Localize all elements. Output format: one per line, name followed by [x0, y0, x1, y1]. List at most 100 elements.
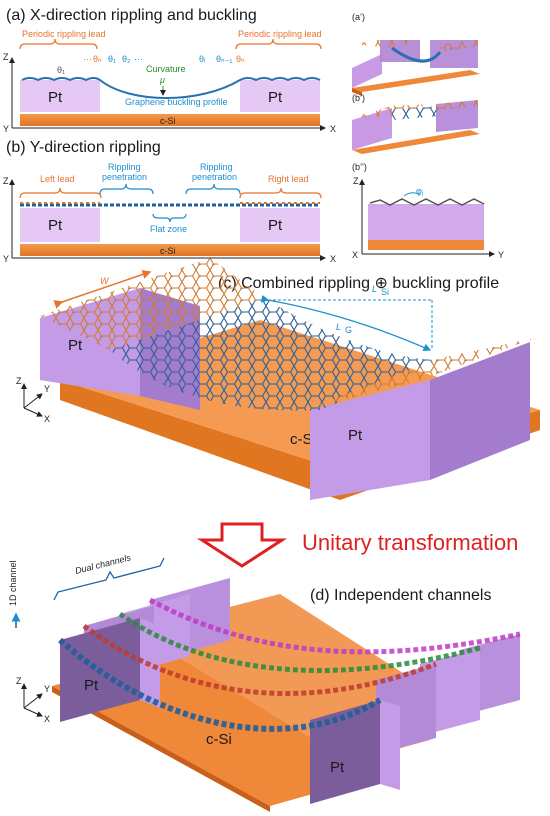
panel-a-prime: (a’): [352, 12, 480, 96]
panel-b-prime-label: (b’): [352, 93, 365, 103]
pt-right-label: Pt: [268, 89, 283, 106]
dots-left: ···: [83, 54, 92, 64]
ap-si: [352, 70, 480, 92]
d-pt-right-label: Pt: [330, 759, 345, 776]
right-lead-bracket: [239, 187, 322, 199]
d-si-label: c-Si: [206, 731, 232, 748]
axis-y-label-b: Y: [3, 254, 9, 264]
panel-c-title: (c) Combined rippling ⊕ buckling profile: [218, 275, 499, 292]
d-axis-y: Y: [44, 684, 50, 694]
d-ribbon-green: [118, 611, 481, 673]
panel-a: (a) X-direction rippling and buckling Pe…: [3, 7, 336, 134]
unitary-transformation: Unitary transformation: [196, 522, 518, 568]
pt-left-block: [20, 80, 100, 112]
lg-label: L: [336, 322, 341, 332]
ap-pt-left: [352, 54, 382, 88]
panel-b: (b) Y-direction rippling Left lead Right…: [3, 139, 336, 264]
si-substrate-b: [20, 244, 320, 256]
ap-graphene-right: [440, 40, 478, 52]
d-pt-front-right-side: [380, 700, 400, 790]
d-ribbon-front-blue: [58, 637, 382, 732]
bp-pt-left: [352, 108, 392, 150]
c-graphene-left: [40, 258, 265, 350]
lead-left-bracket: [19, 38, 98, 50]
pen-right-line1: Rippling: [200, 162, 233, 172]
flat-zone-label: Flat zone: [150, 224, 187, 234]
panel-b-dprime: (b’’) φⱼ Z X Y: [352, 162, 504, 260]
theta-i-blue: θᵢ: [199, 54, 205, 64]
lsi-arrow: [260, 294, 432, 351]
mu-label: μ: [159, 75, 165, 85]
si-label-b: c-Si: [160, 246, 176, 256]
c-graphene-right: [310, 338, 535, 408]
lsi-label: L: [372, 284, 377, 294]
panel-d-title: (d) Independent channels: [310, 587, 491, 604]
axis-z-label-a: Z: [3, 52, 9, 62]
right-lead-label: Right lead: [268, 174, 309, 184]
dual-label: Dual channels: [74, 552, 132, 576]
d-axes: Z Y X: [16, 676, 50, 724]
pen-left-line2: penetration: [102, 172, 147, 182]
axis-x-label-a: X: [330, 124, 336, 134]
c-axis-z: Z: [16, 376, 22, 386]
si-substrate: [20, 114, 320, 126]
pt-right-label-b: Pt: [268, 217, 283, 234]
panel-a-title: (a) X-direction rippling and buckling: [6, 7, 257, 24]
bp-si: [352, 130, 480, 154]
pen-left-line1: Rippling: [108, 162, 141, 172]
d-pt-left-label: Pt: [84, 677, 99, 694]
c-graphene-buckle: [110, 298, 440, 411]
theta-n-left: θₙ: [93, 54, 102, 64]
ap-si-edge: [352, 88, 362, 96]
dots-blue: ···: [134, 54, 143, 64]
bdp-angle-label: φⱼ: [416, 186, 424, 196]
buckling-label: Graphene buckling profile: [125, 97, 228, 107]
lsi-subscript: Si: [381, 287, 389, 297]
lead-left-label: Periodic rippling lead: [22, 29, 106, 39]
bdp-angle-arc: [403, 192, 421, 197]
si-label: c-Si: [160, 116, 176, 126]
panel-a-prime-label: (a’): [352, 12, 365, 22]
pen-right-line2: penetration: [192, 172, 237, 182]
panel-b-prime: (b’): [352, 93, 480, 154]
theta-2-blue: θ₂: [122, 54, 131, 64]
c-pt-right-front: [310, 380, 430, 500]
theta-1-blue: θ₁: [108, 54, 116, 64]
d-pt-front-right: [310, 700, 380, 804]
panel-c: (c) Combined rippling ⊕ buckling profile…: [16, 258, 540, 500]
c-pt-right-side: [430, 342, 530, 480]
width-label: W: [100, 276, 110, 286]
bdp-graphene: [369, 198, 485, 206]
ap-buckling: [391, 46, 442, 63]
theta-1-left: θ₁: [57, 65, 65, 75]
down-arrow-icon: [196, 522, 288, 568]
panel-b-title: (b) Y-direction rippling: [6, 139, 161, 156]
c-pt-left-label: Pt: [68, 337, 83, 354]
pt-left-label: Pt: [48, 89, 63, 106]
pen-left-bracket: [99, 183, 154, 195]
d-ribbon-magenta: [148, 597, 521, 655]
pt-left-label-b: Pt: [48, 217, 63, 234]
one-d-label: 1D channel: [8, 560, 18, 606]
c-pt-right-label: Pt: [348, 427, 363, 444]
left-lead-label: Left lead: [40, 174, 75, 184]
bp-graphene-right: [436, 100, 478, 110]
c-axes: Z Y X: [16, 376, 50, 424]
bdp-axis-z-label: Z: [353, 176, 359, 186]
d-ribbon-red: [82, 623, 437, 696]
bp-graphene-mid: [392, 106, 440, 120]
pen-right-bracket: [185, 183, 241, 195]
ap-graphene-left: [352, 40, 420, 48]
graphene-profile-a: [21, 77, 321, 99]
bdp-si: [368, 240, 484, 250]
axis-y-label-a: Y: [3, 124, 9, 134]
bdp-axis-y-label: Y: [498, 250, 504, 260]
panel-d: (d) Independent channels Dual channels 1…: [8, 552, 521, 812]
pt-left-block-b: [20, 208, 100, 242]
c-axis-x: X: [44, 414, 50, 424]
bp-graphene-left: [352, 104, 430, 118]
axis-x-label-b: X: [330, 254, 336, 264]
d-axis-x: X: [44, 714, 50, 724]
dual-bracket: [53, 557, 165, 601]
